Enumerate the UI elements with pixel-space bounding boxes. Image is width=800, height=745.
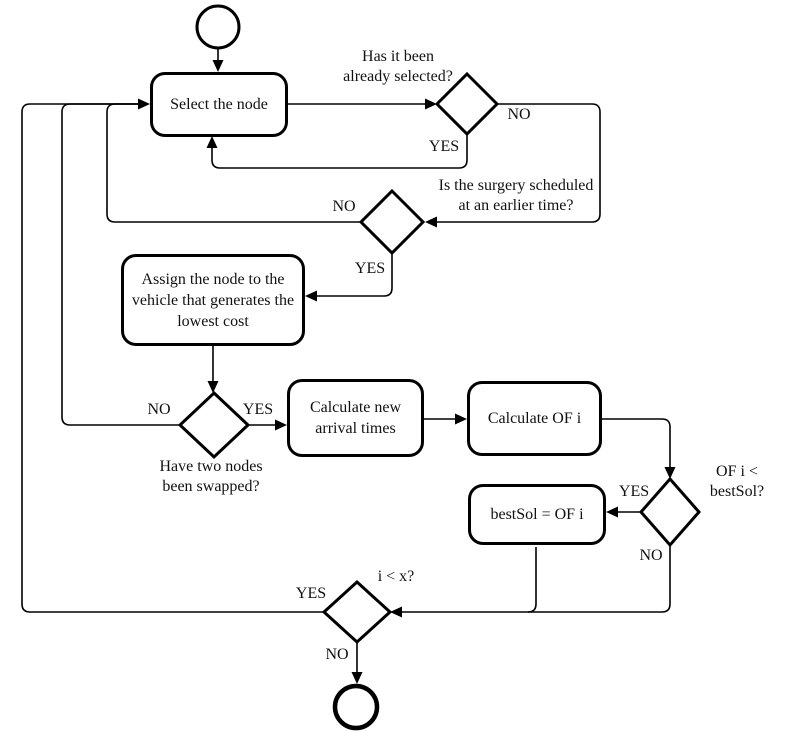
- process-bestsol-assign: bestSol = OF i: [468, 484, 606, 545]
- start-node: [195, 4, 241, 50]
- process-calculate-arrival-times: Calculate new arrival times: [287, 379, 424, 457]
- end-node: [332, 683, 380, 731]
- decision-nodes-swapped: [177, 390, 251, 460]
- edge-surgery-earlier-yes: [305, 253, 393, 302]
- edge-bestsol-check-no: [390, 545, 671, 618]
- decision-already-selected: [434, 71, 500, 137]
- edge-already-selected-no: [425, 103, 601, 228]
- decision-surgery-earlier: [358, 188, 426, 256]
- decision-i-less-x: [321, 579, 393, 645]
- process-select-node: Select the node: [150, 72, 288, 137]
- edge-of-to-bestsol-check: [602, 418, 676, 479]
- edge-bestsol-to-loop-check: [527, 547, 537, 613]
- edge-loop-check-yes: [21, 98, 324, 613]
- process-calculate-of-i: Calculate OF i: [467, 381, 602, 456]
- edge-already-selected-yes: [206, 134, 468, 169]
- process-assign-node: Assign the node to the vehicle that gene…: [121, 254, 305, 346]
- decision-of-less-bestsol: [639, 476, 701, 548]
